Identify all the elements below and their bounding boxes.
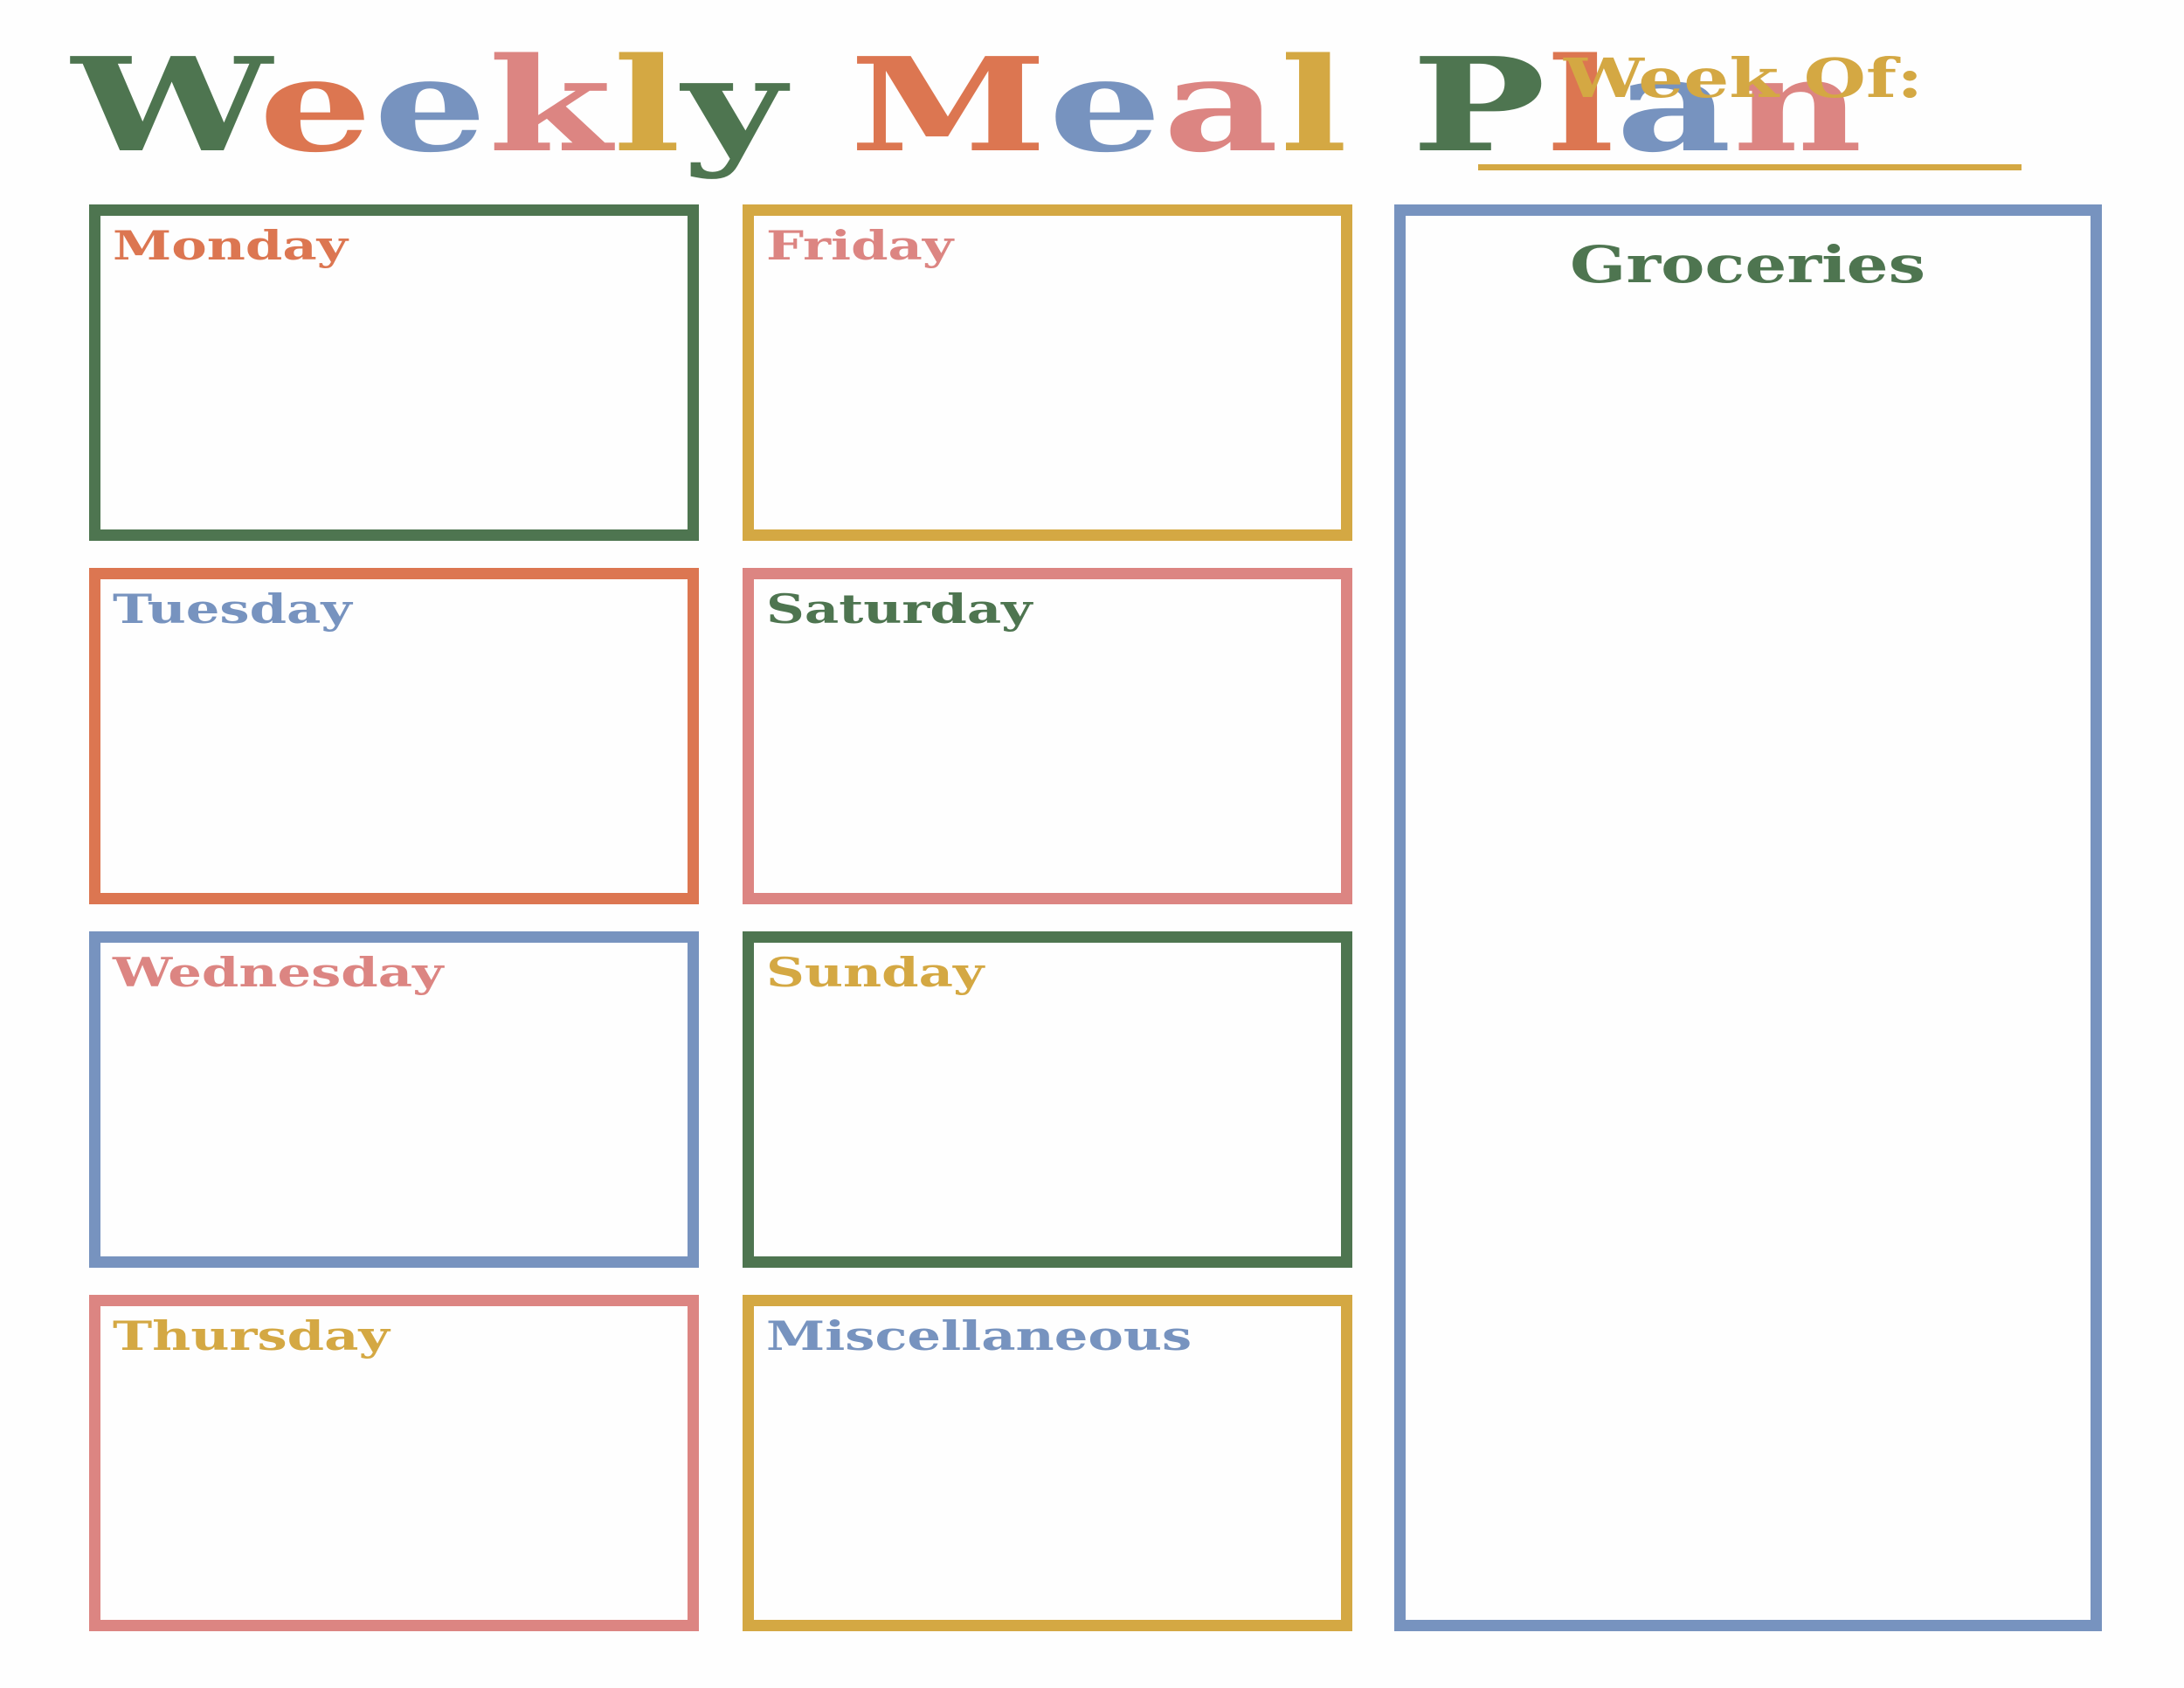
page-title: Weekly Meal Plan — [72, 35, 1863, 175]
monday-label: Monday — [113, 222, 348, 269]
thursday-label: Thursday — [113, 1312, 390, 1359]
week-of-label: Week Of: — [1564, 46, 1924, 110]
title-letter: l — [1546, 29, 1616, 181]
tuesday-label: Tuesday — [113, 585, 352, 633]
miscellaneous-label: Miscellaneous — [766, 1312, 1192, 1359]
wednesday-label: Wednesday — [113, 949, 444, 996]
thursday-box[interactable]: Thursday — [89, 1295, 699, 1631]
groceries-label: Groceries — [1570, 235, 1926, 294]
sunday-label: Sunday — [766, 949, 985, 996]
title-letter: e — [259, 29, 374, 181]
title-letter: P — [1411, 29, 1547, 181]
title-letter: y — [681, 29, 787, 181]
title-letter — [1349, 35, 1412, 175]
sunday-box[interactable]: Sunday — [743, 931, 1352, 1268]
title-letter: e — [1047, 29, 1164, 181]
title-letter: a — [1163, 29, 1281, 181]
title-letter: W — [72, 29, 259, 181]
title-letter: e — [373, 29, 488, 181]
title-letter: M — [849, 29, 1048, 181]
week-of-input-line[interactable] — [1478, 164, 2022, 170]
title-letter: l — [612, 29, 682, 181]
miscellaneous-box[interactable]: Miscellaneous — [743, 1295, 1352, 1631]
wednesday-box[interactable]: Wednesday — [89, 931, 699, 1268]
friday-box[interactable]: Friday — [743, 204, 1352, 541]
monday-box[interactable]: Monday — [89, 204, 699, 541]
title-letter: l — [1280, 29, 1350, 181]
saturday-label: Saturday — [766, 585, 1033, 633]
tuesday-box[interactable]: Tuesday — [89, 568, 699, 904]
saturday-box[interactable]: Saturday — [743, 568, 1352, 904]
title-letter — [787, 35, 850, 175]
title-letter: n — [1732, 29, 1864, 181]
title-letter: k — [487, 29, 613, 181]
friday-label: Friday — [766, 222, 954, 269]
groceries-box[interactable]: Groceries — [1394, 204, 2102, 1631]
title-letter: a — [1615, 29, 1733, 181]
